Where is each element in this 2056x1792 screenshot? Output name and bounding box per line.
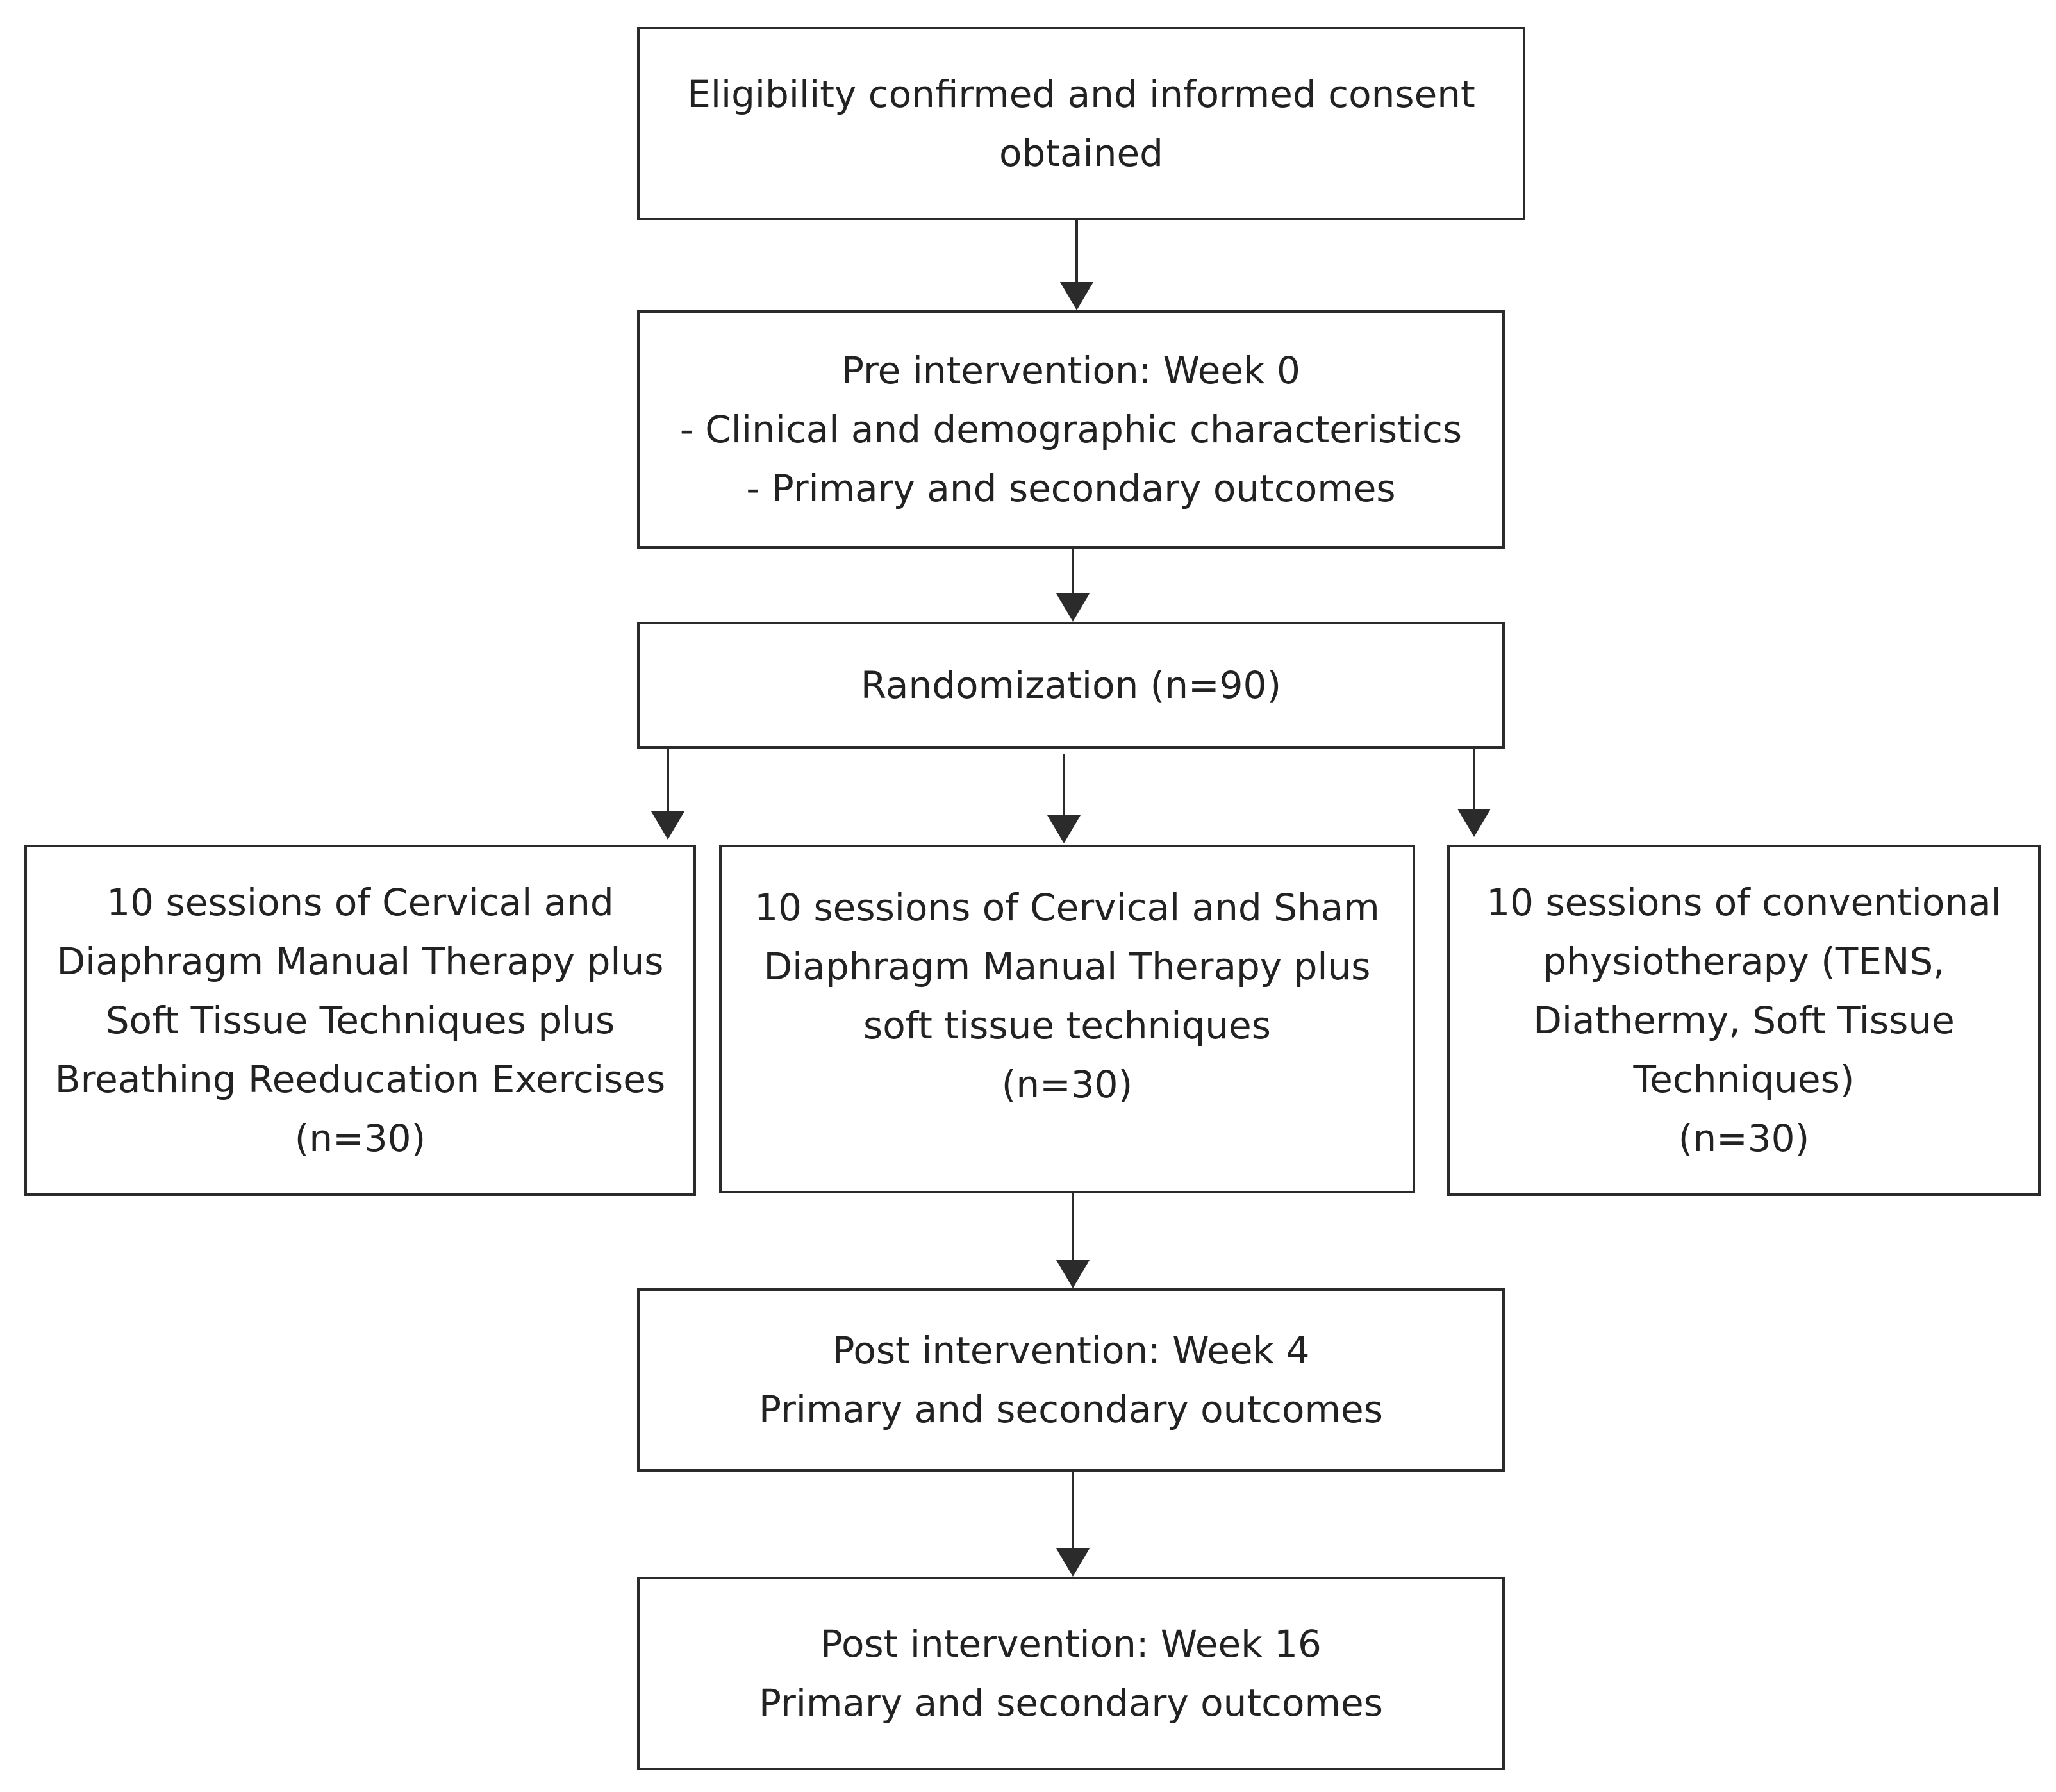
arrow-consent-to-pre <box>1060 220 1093 310</box>
post-week-16-title: Post intervention: Week 16 <box>820 1622 1322 1666</box>
post-week-16-box: Post intervention: Week 16 Primary and s… <box>637 1577 1505 1770</box>
randomization-label: Randomization (n=90) <box>860 663 1282 707</box>
arrow-randomization-to-group-2 <box>1047 754 1081 843</box>
group-box-2: 10 sessions of Cervical and Sham Diaphra… <box>719 845 1415 1193</box>
consent-box: Eligibility confirmed and informed conse… <box>637 27 1525 220</box>
consent-line-1: Eligibility confirmed and informed conse… <box>687 72 1475 116</box>
group-1-line-3: Soft Tissue Techniques plus <box>105 999 615 1042</box>
post-week-4-outcomes: Primary and secondary outcomes <box>759 1388 1383 1431</box>
pre-intervention-title: Pre intervention: Week 0 <box>841 349 1300 392</box>
group-1-line-2: Diaphragm Manual Therapy plus <box>56 940 664 983</box>
pre-intervention-item-1: - Clinical and demographic characteristi… <box>679 408 1463 451</box>
arrow-randomization-to-group-1 <box>651 749 684 840</box>
post-week-4-title: Post intervention: Week 4 <box>832 1329 1310 1372</box>
group-3-line-1: 10 sessions of conventional <box>1486 881 2002 924</box>
group-3-line-2: physiotherapy (TENS, <box>1543 940 1945 983</box>
group-box-3: 10 sessions of conventional physiotherap… <box>1447 845 2041 1196</box>
group-2-line-1: 10 sessions of Cervical and Sham <box>754 886 1380 929</box>
group-3-line-5: (n=30) <box>1678 1116 1810 1160</box>
randomization-box: Randomization (n=90) <box>637 622 1505 749</box>
group-2-line-3: soft tissue techniques <box>863 1004 1271 1047</box>
group-2-line-4: (n=30) <box>1001 1063 1133 1106</box>
arrow-group-2-to-post-week-4 <box>1056 1193 1090 1288</box>
pre-intervention-item-2: - Primary and secondary outcomes <box>746 467 1396 510</box>
arrow-pre-to-randomization <box>1056 549 1090 622</box>
arrow-post-week-4-to-post-week-16 <box>1056 1472 1090 1577</box>
post-week-4-box: Post intervention: Week 4 Primary and se… <box>637 1288 1505 1472</box>
group-3-line-3: Diathermy, Soft Tissue <box>1533 999 1955 1042</box>
group-1-line-5: (n=30) <box>294 1116 426 1160</box>
consent-line-2: obtained <box>999 131 1163 175</box>
post-week-16-outcomes: Primary and secondary outcomes <box>759 1681 1383 1725</box>
arrow-randomization-to-group-3 <box>1457 749 1491 837</box>
pre-intervention-box: Pre intervention: Week 0 - Clinical and … <box>637 310 1505 549</box>
group-2-line-2: Diaphragm Manual Therapy plus <box>763 945 1371 988</box>
group-3-line-4: Techniques) <box>1633 1058 1855 1101</box>
group-1-line-1: 10 sessions of Cervical and <box>106 881 614 924</box>
group-box-1: 10 sessions of Cervical and Diaphragm Ma… <box>24 845 696 1196</box>
group-1-line-4: Breathing Reeducation Exercises <box>54 1058 666 1101</box>
